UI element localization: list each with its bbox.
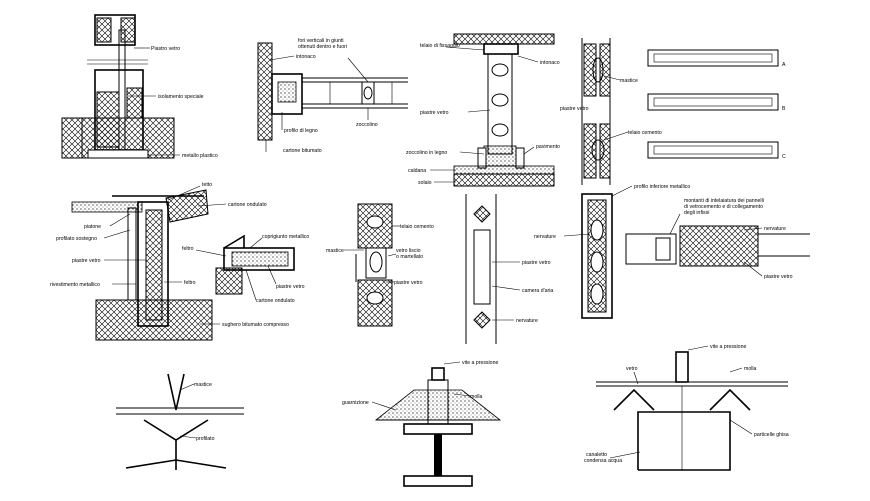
label-profile-b: B: [782, 106, 786, 112]
label-serveturali: nervature: [534, 234, 556, 240]
label-condensa-acqua: condensa acqua: [584, 458, 622, 464]
label-canaletto: canaletto: [586, 452, 607, 458]
label-caldana: caldana: [408, 168, 426, 174]
label-martellato: o martellato: [396, 254, 423, 260]
label-particelle-ghisa: particelle ghisa: [754, 432, 789, 438]
detail-double-glass-air: piastre vetro camera d'aria nervature: [465, 194, 553, 344]
label-camera-aria: camera d'aria: [522, 288, 553, 294]
label-piastre-vetro-4: piastre vetro: [560, 106, 589, 112]
label-profilato-sostegno: profilato sostegno: [56, 236, 97, 242]
label-piastre-vetro-3: piastre vetro: [420, 110, 449, 116]
label-infissi: degli infissi: [684, 210, 709, 216]
label-profile-c: C: [782, 154, 786, 160]
label-montanti: montanti di intelaiatura dei pannelli: [684, 198, 764, 204]
label-rivestimento-metallico: rivestimento metallico: [50, 282, 100, 288]
label-profilo-inferiore: profilo inferiore metallico: [634, 184, 690, 190]
label-montanti-2: di vetrocemento e di collegamento: [684, 204, 763, 210]
label-vetro-12: vetro: [626, 366, 638, 372]
label-piastre-vetro-6: piastre vetro: [276, 284, 305, 290]
label-coprigiunto: coprigiunto metallico: [262, 234, 309, 240]
label-profile-a: A: [782, 62, 786, 68]
detail-floor-glass-wall: telaio di fissaggio intonaco piastre vet…: [406, 33, 560, 187]
label-piastre-vetro-7: piastre vetro: [394, 280, 423, 286]
detail-gutter-channel: vite a pressione vetro molla particelle …: [584, 344, 789, 471]
label-telaio-fissaggio: telaio di fissaggio: [420, 43, 460, 49]
label-cartone-bitumato: cartone bitumato: [283, 148, 322, 154]
label-vetro-liscio: vetro liscio: [396, 248, 421, 254]
label-tetto: tetto: [202, 182, 212, 188]
label-nervature-9: nervature: [764, 226, 786, 232]
label-piastre-vetro-9: piastre vetro: [764, 274, 793, 280]
label-cartone-ondulato-6: cartone ondulato: [256, 298, 295, 304]
label-piastre-vetro-5: piastre vetro: [72, 258, 101, 264]
label-nervature-8: nervature: [516, 318, 538, 324]
label-mastice-10: mastice: [194, 382, 212, 388]
label-feltro-6: feltro: [182, 246, 194, 252]
label-pavimento: pavimento: [536, 144, 560, 150]
detail-metal-profile-frame: profilo inferiore metallico montanti di …: [534, 184, 810, 319]
label-metallo-plastico: metallo plastico: [182, 153, 218, 159]
detail-roof-glass-wall: tetto cartone ondulato piatone profilato…: [50, 182, 289, 341]
label-piatone: piatone: [84, 224, 101, 230]
label-zoccolino-legno: zoccolino in legno: [406, 150, 447, 156]
label-piastre-vetro-8: piastre vetro: [522, 260, 551, 266]
detail-metal-joint: coprigiunto metallico feltro piastre vet…: [182, 234, 309, 304]
label-mastice-4: mastice: [620, 78, 638, 84]
label-molla-11: molla: [470, 394, 483, 400]
label-guarnizione: guarnizione: [342, 400, 369, 406]
label-telaio-cemento-4: telaio cemento: [628, 130, 662, 136]
detail-pressure-screw-i-beam: vite a pressione molla guarnizione: [342, 360, 502, 487]
label-profilo-legno: profilo di legno: [284, 128, 318, 134]
label-vite-pressione-11: vite a pressione: [462, 360, 498, 366]
label-feltro-5: feltro: [184, 280, 196, 286]
label-vite-pressione-12: vite a pressione: [710, 344, 746, 350]
label-isolamento-speciale: isolamento speciale: [158, 94, 204, 100]
label-sughero-bitumato: sughero bitumato compresso: [222, 322, 289, 328]
label-piastro-vetro: Piastro vetro: [151, 46, 180, 52]
label-telaio-cemento-7: telaio cemento: [400, 224, 434, 230]
label-cartone-ondulato: cartone ondulato: [228, 202, 267, 208]
detail-window-sill: Piastro vetro isolamento speciale metall…: [61, 14, 218, 159]
label-ottenuti: ottenuti dentro e fuori: [298, 44, 347, 50]
detail-wall-partition: fori verticali in giunti ottenuti dentro…: [257, 38, 408, 154]
label-intonaco: intonaco: [296, 54, 316, 60]
label-mastice-7: mastice: [326, 248, 344, 254]
detail-concrete-frame: telaio cemento mastice vetro liscio o ma…: [326, 203, 434, 327]
label-solaio: solaio: [418, 180, 432, 186]
label-profilato-10: profilato: [196, 436, 215, 442]
label-intonaco-3: intonaco: [540, 60, 560, 66]
label-fori-verticali: fori verticali in giunti: [298, 38, 344, 44]
detail-t-profile: mastice profilato: [116, 373, 244, 470]
label-molla-12: molla: [744, 366, 757, 372]
detail-glass-block-profiles: mastice piastre vetro telaio cemento A B…: [560, 38, 786, 185]
label-zoccolino: zoccolino: [356, 122, 378, 128]
